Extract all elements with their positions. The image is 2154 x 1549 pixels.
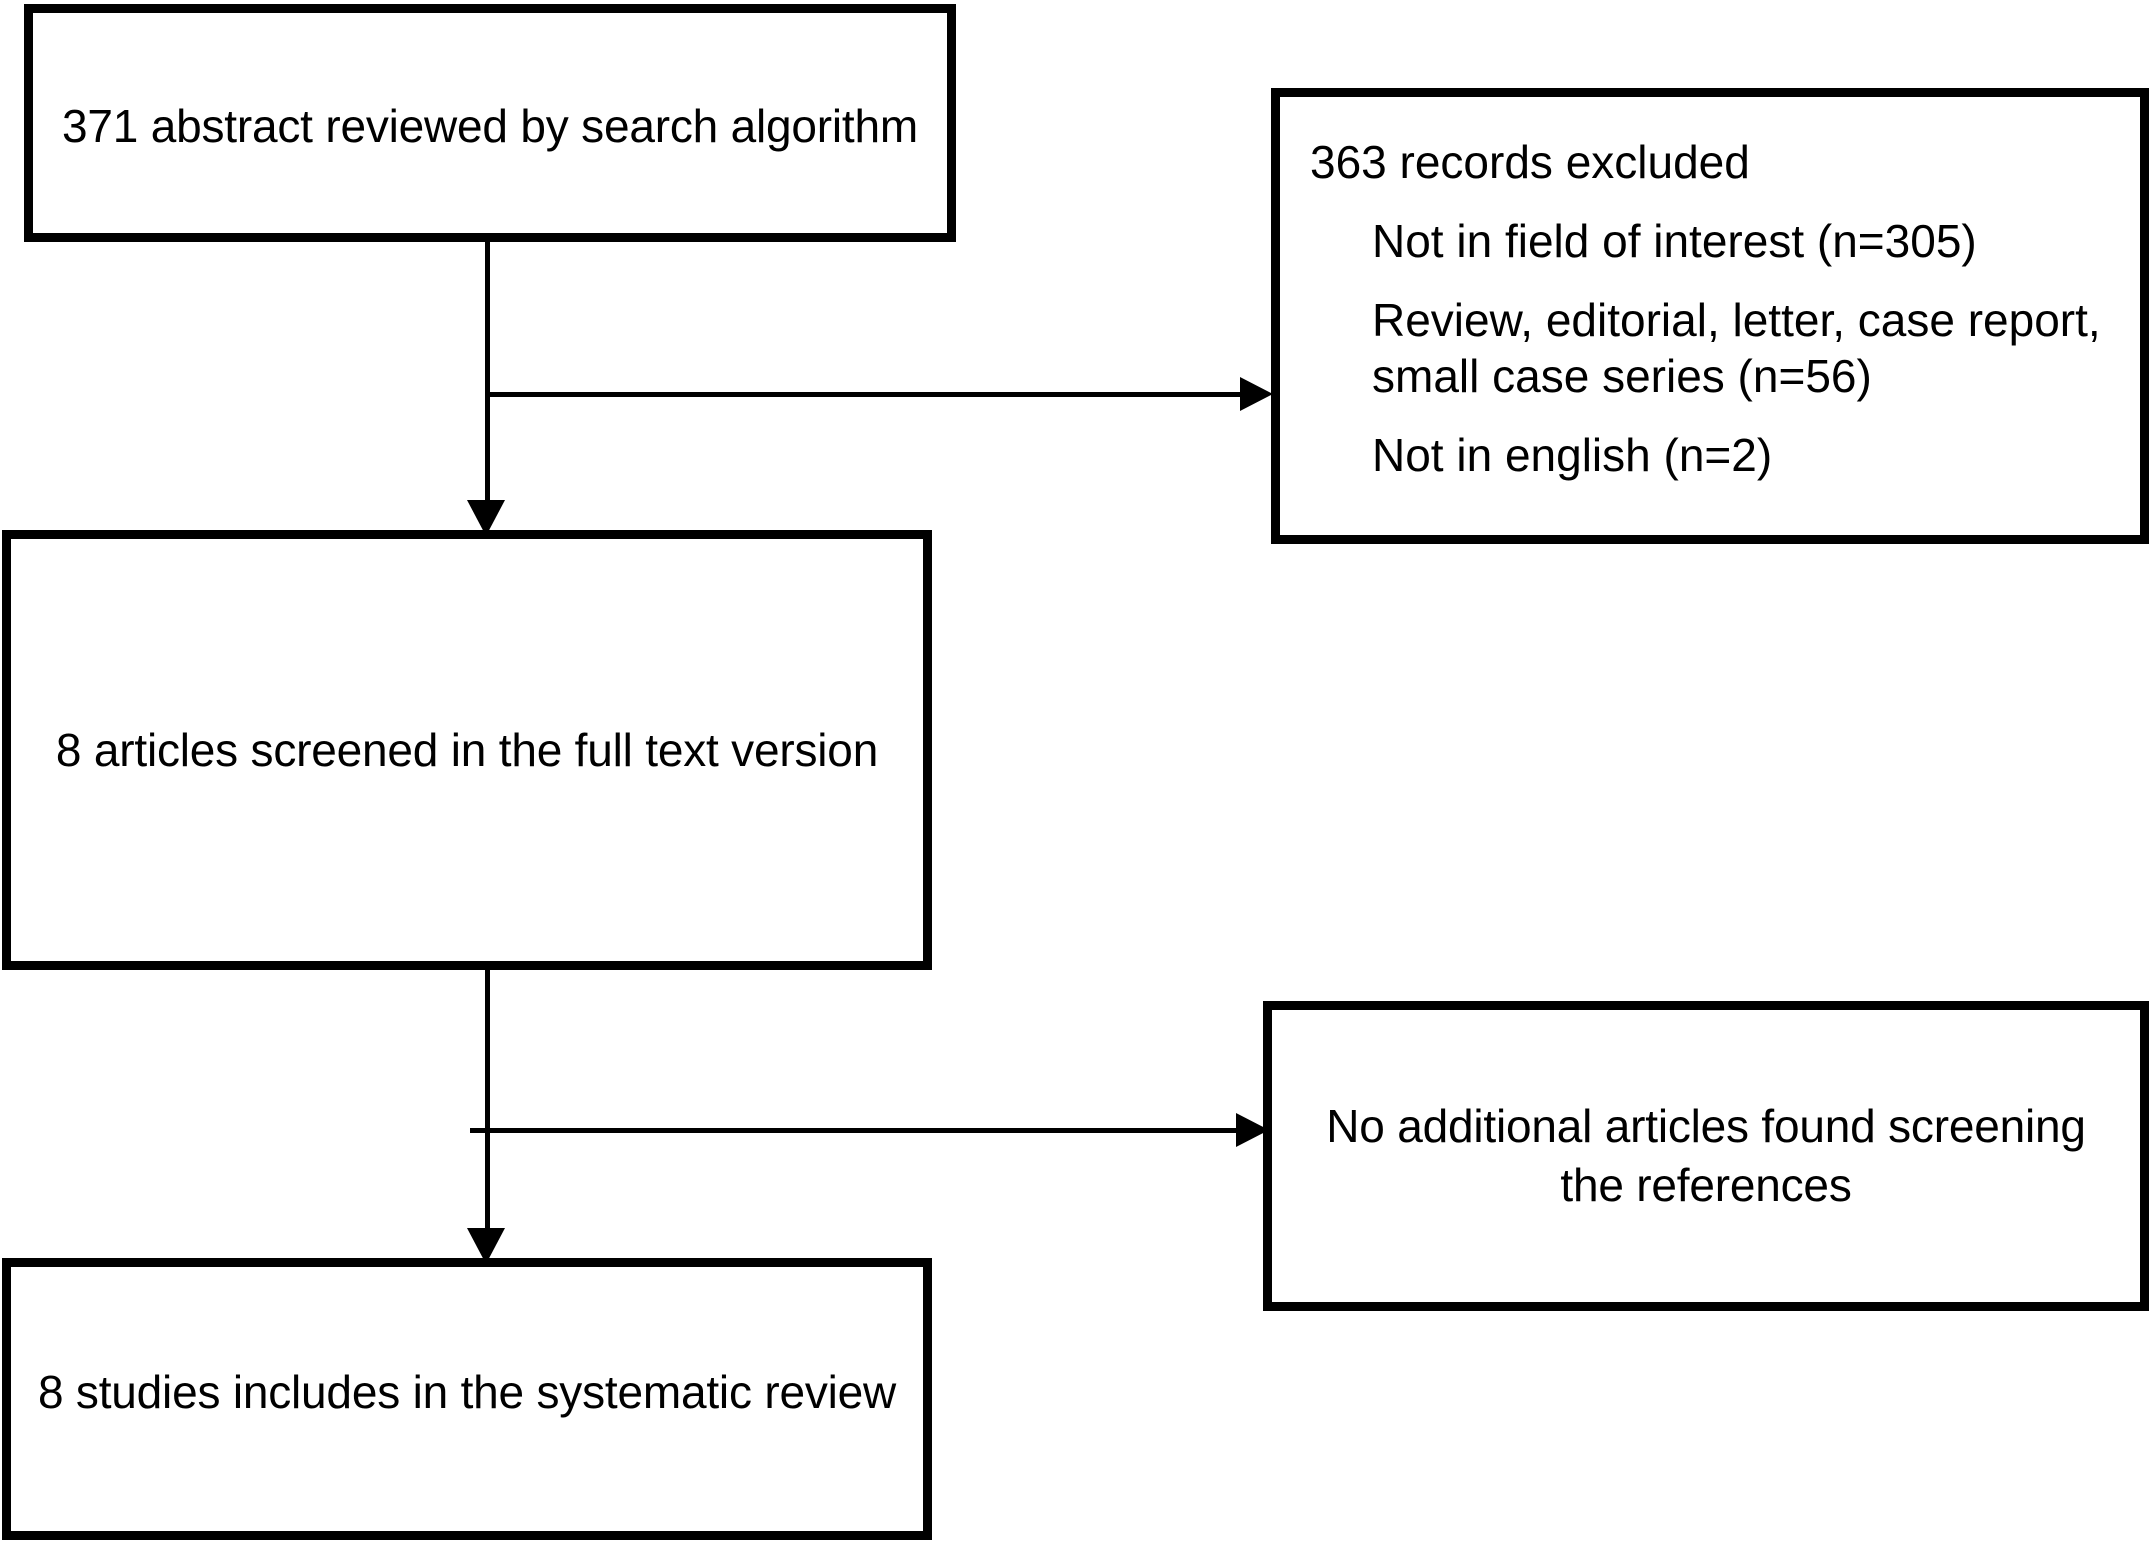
arrow-right-icon bbox=[1240, 377, 1273, 411]
node-abstracts-reviewed: 371 abstract reviewed by search algorith… bbox=[24, 4, 956, 242]
node-articles-screened-fulltext: 8 articles screened in the full text ver… bbox=[2, 530, 932, 970]
arrow-down-icon bbox=[467, 500, 505, 536]
connector-fulltext-to-noadditional-line bbox=[470, 1128, 1245, 1133]
arrow-right-icon bbox=[1236, 1113, 1269, 1147]
exclusion-reason-item: Review, editorial, letter, case report, … bbox=[1372, 294, 2101, 402]
node-records-excluded: 363 records excluded Not in field of int… bbox=[1271, 88, 2149, 544]
node-abstracts-reviewed-label: 371 abstract reviewed by search algorith… bbox=[61, 99, 918, 152]
node-no-additional-articles: No additional articles found screening t… bbox=[1263, 1001, 2149, 1311]
arrow-down-icon bbox=[467, 1228, 505, 1264]
connector-fulltext-to-included-line bbox=[485, 968, 490, 1244]
connector-abstracts-to-excluded-line bbox=[487, 392, 1247, 397]
connector-abstracts-to-fulltext-line bbox=[485, 238, 490, 516]
node-no-additional-articles-label: No additional articles found screening t… bbox=[1326, 1100, 2086, 1211]
exclusion-reason-item: Not in field of interest (n=305) bbox=[1372, 215, 1977, 268]
node-studies-included: 8 studies includes in the systematic rev… bbox=[2, 1258, 932, 1540]
node-studies-included-label: 8 studies includes in the systematic rev… bbox=[37, 1365, 897, 1418]
node-records-excluded-heading: 363 records excluded bbox=[1310, 136, 1750, 188]
node-articles-screened-fulltext-label: 8 articles screened in the full text ver… bbox=[55, 723, 879, 776]
node-records-excluded-reason-list: Not in field of interest (n=305) Review,… bbox=[1280, 214, 2140, 483]
exclusion-reason-item: Not in english (n=2) bbox=[1372, 428, 1773, 481]
